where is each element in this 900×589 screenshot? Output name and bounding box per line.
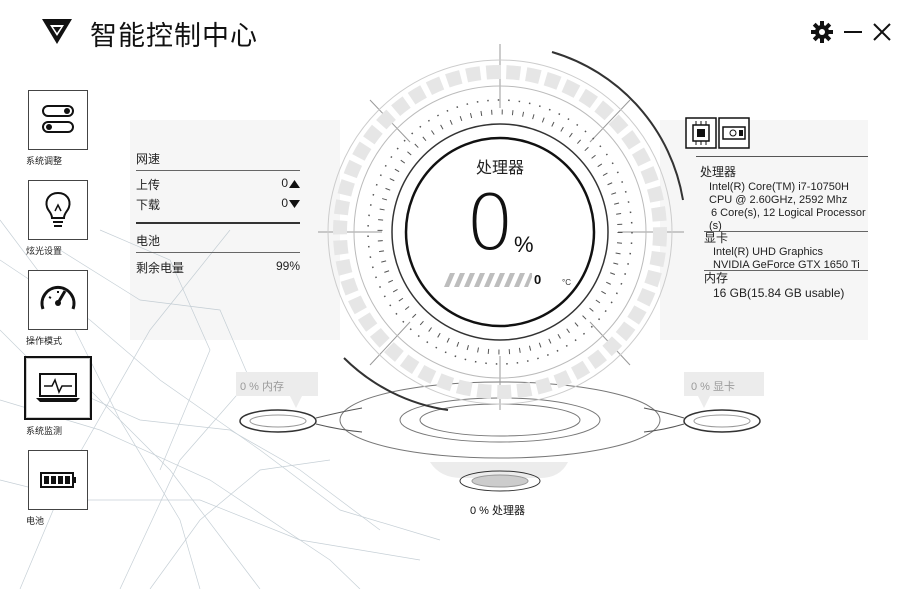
battery-icon <box>40 472 76 488</box>
upload-value: 0 <box>281 176 288 190</box>
divider <box>704 270 868 271</box>
memory-usage-label: 0 % 内存 <box>240 381 285 393</box>
battery-remaining-value: 99% <box>275 259 300 273</box>
temperature-bar <box>440 273 532 287</box>
close-icon[interactable] <box>868 18 896 46</box>
battery-remaining-label: 剩余电量 <box>136 261 185 275</box>
cpu-usage-value: 0 <box>465 178 515 267</box>
sidebar-item-label: 系统调整 <box>26 156 63 166</box>
cpu-temperature-unit: °C <box>562 278 571 287</box>
down-arrow-icon <box>289 200 300 208</box>
cpu-line-2: CPU @ 2.60GHz, 2592 Mhz <box>709 194 848 206</box>
network-title: 网速 <box>136 152 161 166</box>
cpu-usage-unit: % <box>514 232 534 257</box>
nav-tile[interactable] <box>28 180 88 240</box>
sidebar-item-label: 炫光设置 <box>26 246 63 256</box>
speedometer-icon <box>40 286 76 310</box>
cpu-chip-icon <box>685 117 717 149</box>
gpu-card-icon <box>718 117 750 149</box>
divider <box>136 170 300 171</box>
gpu-bubble <box>643 372 764 433</box>
hardware-icons <box>685 117 750 149</box>
memory-bubble <box>236 372 363 433</box>
nav-tile-active[interactable] <box>24 356 92 420</box>
cpu-line-3: 6 Core(s), 12 Logical Processor <box>711 207 866 219</box>
gauge-title: 处理器 <box>475 160 524 177</box>
download-value: 0 <box>281 196 288 210</box>
settings-gear-icon[interactable] <box>808 18 836 46</box>
sidebar-item-label: 系统监测 <box>26 426 63 436</box>
cpu-line-4: (s) <box>709 220 722 232</box>
gpu-usage-label: 0 % 显卡 <box>691 381 736 393</box>
upload-label: 上传 <box>136 178 161 192</box>
divider <box>136 222 300 224</box>
gpu-line-1: Intel(R) UHD Graphics <box>713 246 824 258</box>
memory-title: 内存 <box>704 271 729 285</box>
cpu-title: 处理器 <box>700 165 737 179</box>
gpu-line-2: NVIDIA GeForce GTX 1650 Ti <box>713 259 860 271</box>
toggle-switches-icon <box>42 105 74 133</box>
divider <box>704 231 868 232</box>
divider <box>696 156 868 157</box>
nav-tile[interactable] <box>28 450 88 510</box>
lightbulb-icon <box>45 191 71 227</box>
title-bar: 智能控制中心 <box>0 0 900 64</box>
laptop-monitor-icon <box>36 373 80 402</box>
memory-line-1: 16 GB(15.84 GB usable) <box>713 286 845 300</box>
cpu-usage-label: 0 % 处理器 <box>470 505 526 517</box>
cpu-gauge <box>318 44 684 492</box>
app-title: 智能控制中心 <box>90 21 258 51</box>
battery-title: 电池 <box>136 234 161 248</box>
gpu-title: 显卡 <box>704 231 729 245</box>
cpu-temperature-value: 0 <box>534 272 542 287</box>
nav-tile[interactable] <box>28 90 88 150</box>
sidebar-item-label: 电池 <box>26 516 45 526</box>
minimize-icon[interactable] <box>840 18 868 46</box>
cpu-line-1: Intel(R) Core(TM) i7-10750H <box>709 181 849 193</box>
base-ring-graphics <box>339 381 661 492</box>
divider <box>136 252 300 253</box>
nav-tile[interactable] <box>28 270 88 330</box>
sidebar-item-label: 操作模式 <box>26 336 63 346</box>
brand-logo-icon <box>42 19 72 44</box>
up-arrow-icon <box>289 180 300 188</box>
download-label: 下载 <box>136 198 161 212</box>
